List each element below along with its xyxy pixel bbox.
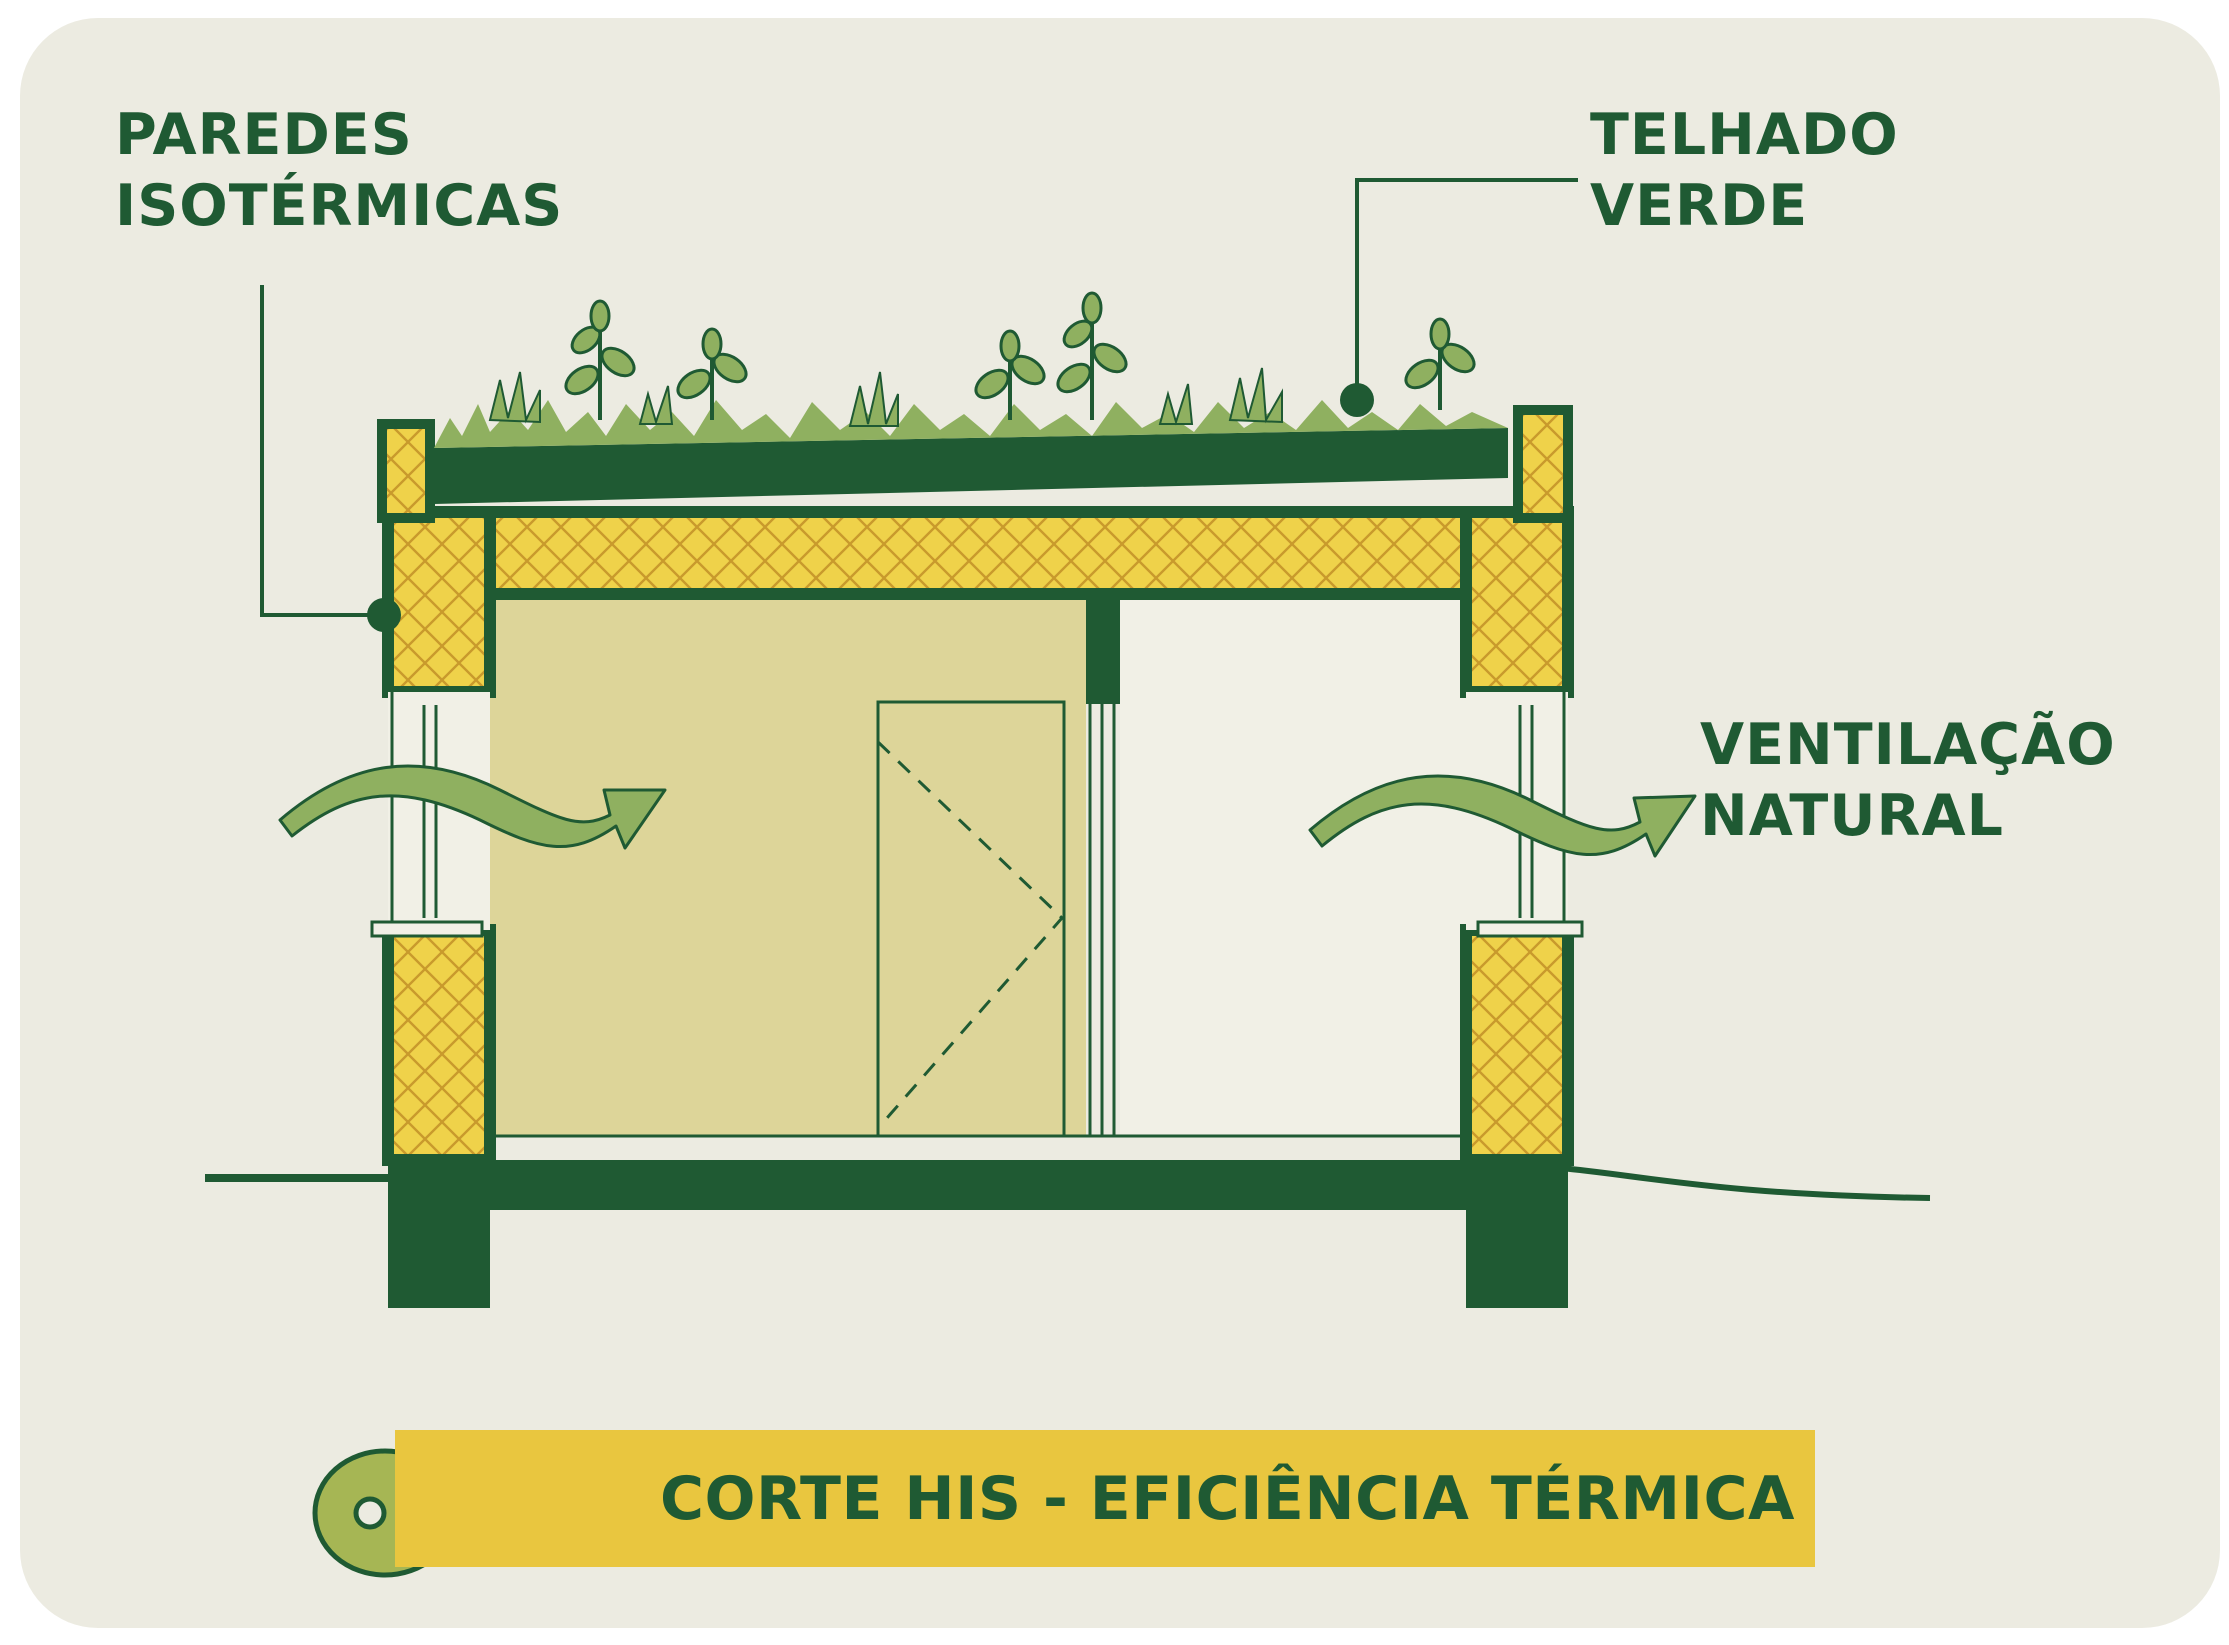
label-telhado-verde: TELHADO VERDE (1590, 100, 1899, 242)
left-wall (370, 419, 496, 1166)
leader-paredes (260, 285, 401, 632)
label-ventilacao-natural: VENTILAÇÃO NATURAL (1700, 710, 2116, 852)
airflow-arrow-icon (278, 764, 1697, 858)
right-room (1120, 594, 1466, 1136)
caption-title: CORTE HIS - EFICIÊNCIA TÉRMICA (660, 1464, 1795, 1534)
label-paredes-isotermicas: PAREDES ISOTÉRMICAS (115, 100, 563, 242)
label-telhado-line2: VERDE (1590, 173, 1809, 239)
label-paredes-line2: ISOTÉRMICAS (115, 173, 564, 239)
door (876, 700, 1066, 1138)
left-room (490, 594, 1086, 1136)
ground-line (205, 1165, 1931, 1201)
label-paredes-line1: PAREDES (115, 102, 413, 168)
roof-membrane (434, 428, 1508, 504)
floor-slab (388, 1160, 1568, 1308)
label-ventilacao-line2: NATURAL (1700, 783, 2004, 849)
partition-wall (1086, 594, 1120, 1136)
label-ventilacao-line1: VENTILAÇÃO (1700, 712, 2116, 778)
grass-layer (434, 400, 1508, 448)
roof-slab (382, 506, 1574, 600)
label-telhado-line1: TELHADO (1590, 102, 1899, 168)
grass-tuft-icon (488, 367, 1283, 427)
caption-banner (395, 1430, 1815, 1567)
right-wall (1460, 405, 1584, 1166)
leader-telhado (1340, 178, 1578, 417)
plant-icon (564, 291, 1476, 420)
